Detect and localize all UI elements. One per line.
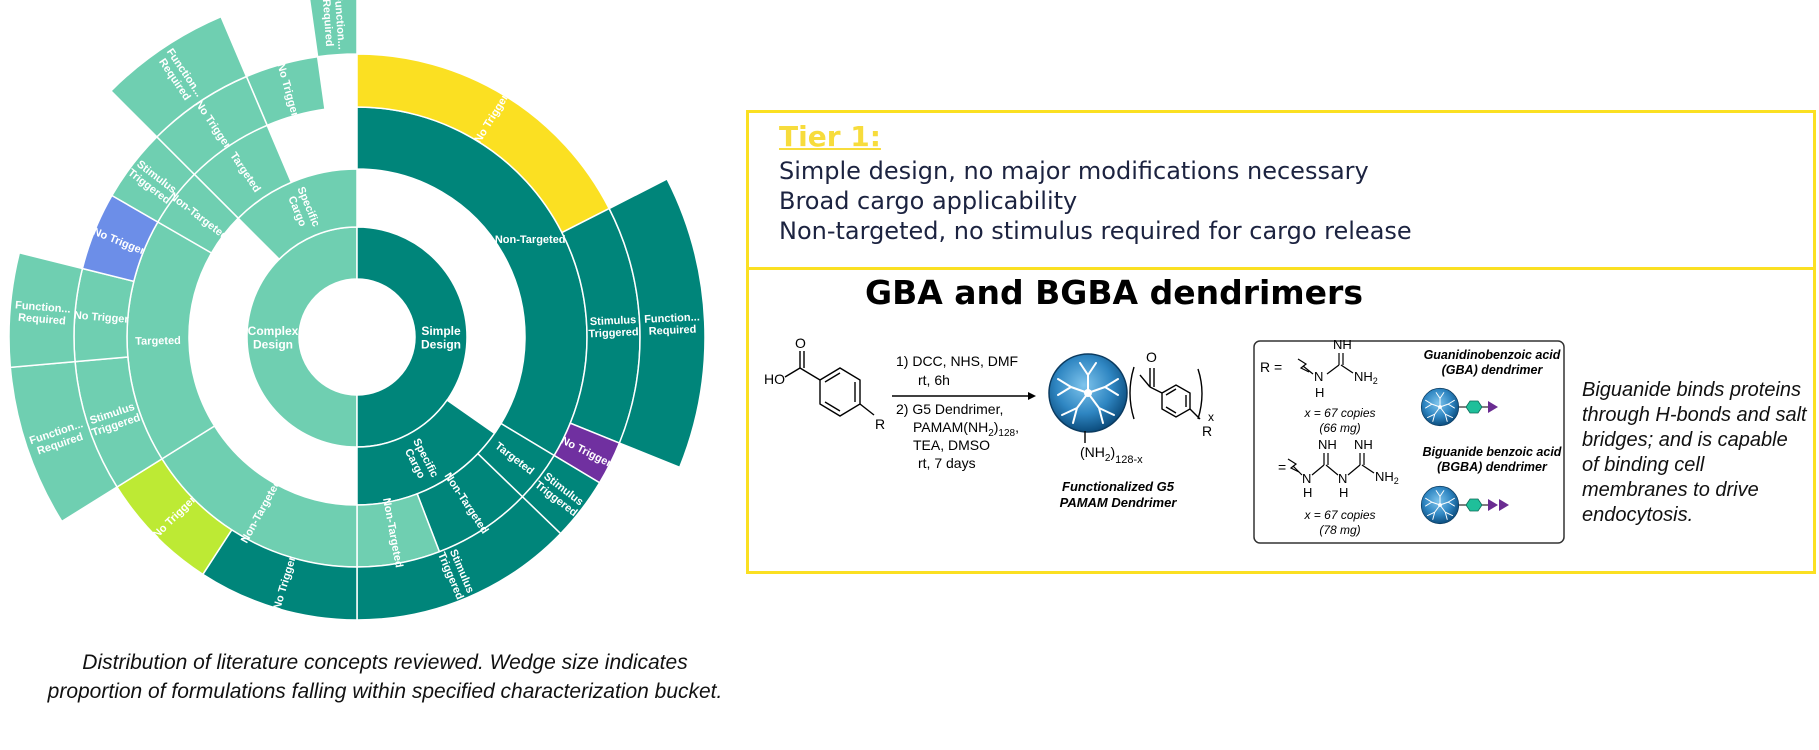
r-equals-label: R =	[1260, 359, 1282, 375]
ring5-label-function-required: Function...Required	[320, 0, 348, 51]
bgba-imine-2-label: NH	[1354, 437, 1373, 452]
conditions-step-2-time: rt, 7 days	[918, 455, 976, 471]
bgba-structure	[1287, 453, 1375, 476]
tier-1-panel: Tier 1: Simple design, no major modifica…	[746, 110, 1816, 574]
product-name-line-1: Functionalized G5	[1062, 479, 1175, 494]
tier-point-design: Simple design, no major modifications ne…	[779, 157, 1369, 185]
reaction-arrowhead	[1028, 392, 1036, 400]
bgba-n-1-label: N	[1302, 471, 1311, 486]
bgba-h-1-label: H	[1303, 485, 1312, 500]
gba-structure	[1297, 353, 1354, 375]
conditions-base: TEA, DMSO	[913, 437, 990, 453]
gba-imine-label: NH	[1333, 337, 1352, 352]
conditions-pamam: PAMAM(NH2)128,	[913, 419, 1019, 439]
product-x-label: x	[1208, 410, 1214, 424]
gba-guanidine-icon	[1488, 401, 1498, 413]
synthesis-scheme: O HO R 1) DCC, NHS, DMF rt, 6h 2) G5 Den…	[764, 335, 1565, 544]
caption-line-2: proportion of formulations falling withi…	[47, 680, 723, 703]
ring5-wedge-function-required	[109, 15, 248, 138]
bgba-name-line-1: Biguanide benzoic acid	[1423, 445, 1562, 459]
acid-hydroxyl-label: HO	[764, 371, 785, 387]
product-r-label: R	[1202, 423, 1212, 439]
bgba-h-2-label: H	[1339, 485, 1348, 500]
gba-amine-label: NH2	[1354, 369, 1378, 386]
bgba-mass: (78 mg)	[1319, 523, 1360, 537]
dendrimer-icon	[1048, 353, 1128, 433]
scheme-heading: GBA and BGBA dendrimers	[865, 273, 1363, 312]
ring5-wedge-function-required	[608, 178, 706, 469]
product-structure	[1084, 366, 1203, 443]
ring4-label-no-trigger: No Trigger	[73, 310, 129, 326]
bgba-amine-label: NH2	[1375, 469, 1399, 486]
bgba-guanidine-icon-1	[1488, 499, 1498, 511]
equals-label: =	[1278, 459, 1286, 475]
gba-dendrimer-icon	[1420, 387, 1460, 427]
acid-oxygen-label: O	[795, 335, 806, 351]
gba-benzene-icon	[1465, 400, 1483, 414]
gba-h-label: H	[1315, 385, 1324, 400]
r-group-box	[1253, 340, 1565, 544]
bgba-n-2-label: N	[1338, 471, 1347, 486]
bgba-dendrimer-icon	[1420, 485, 1460, 525]
gba-name-line-2: (GBA) dendrimer	[1442, 363, 1544, 377]
conditions-step-1: 1) DCC, NHS, DMF	[896, 353, 1018, 369]
ring3-label-non-targeted: Non-Targeted	[495, 234, 566, 246]
tier-title: Tier 1:	[779, 120, 881, 153]
ring5-wedge-function-required	[8, 251, 84, 369]
tier-divider	[749, 267, 1813, 270]
acid-r-label: R	[875, 416, 885, 432]
gba-mass: (66 mg)	[1319, 421, 1360, 435]
gba-n-label: N	[1314, 369, 1323, 384]
tier-point-targeting: Non-targeted, no stimulus required for c…	[779, 217, 1412, 245]
sunburst-wedges	[8, 0, 706, 621]
bgba-benzene-icon	[1465, 498, 1483, 512]
ring5-label-function-required: Function...Required	[644, 311, 701, 338]
bgba-name-line-2: (BGBA) dendrimer	[1437, 460, 1548, 474]
caption-line-1: Distribution of literature concepts revi…	[82, 651, 688, 674]
bgba-guanidine-icon-2	[1499, 499, 1509, 511]
ring3-label-targeted: Targeted	[135, 335, 181, 348]
figure-caption: Distribution of literature concepts revi…	[0, 648, 770, 706]
biguanide-note: Biguanide binds proteins through H-bonds…	[1582, 379, 1807, 526]
gba-copies: x = 67 copies	[1303, 406, 1375, 420]
product-name-line-2: PAMAM Dendrimer	[1060, 495, 1178, 510]
ring4-wedge-no-trigger	[245, 55, 326, 127]
ring5-wedge-function-required	[308, 0, 358, 58]
ring5-label-function-required: Function...Required	[14, 299, 71, 327]
bgba-copies: x = 67 copies	[1303, 508, 1375, 522]
product-oxygen-label: O	[1146, 349, 1157, 365]
ring4-label-stimulus-triggered: StimulusTriggered	[588, 314, 639, 340]
product-amine-label: (NH2)128-x	[1080, 444, 1143, 466]
conditions-step-1-time: rt, 6h	[918, 372, 950, 388]
benzoic-acid-structure	[784, 351, 875, 417]
conditions-step-2: 2) G5 Dendrimer,	[896, 401, 1003, 417]
bgba-imine-1-label: NH	[1318, 437, 1337, 452]
tier-point-cargo: Broad cargo applicability	[779, 187, 1078, 215]
gba-name-line-1: Guanidinobenzoic acid	[1424, 348, 1561, 362]
sunburst-center	[299, 279, 415, 395]
